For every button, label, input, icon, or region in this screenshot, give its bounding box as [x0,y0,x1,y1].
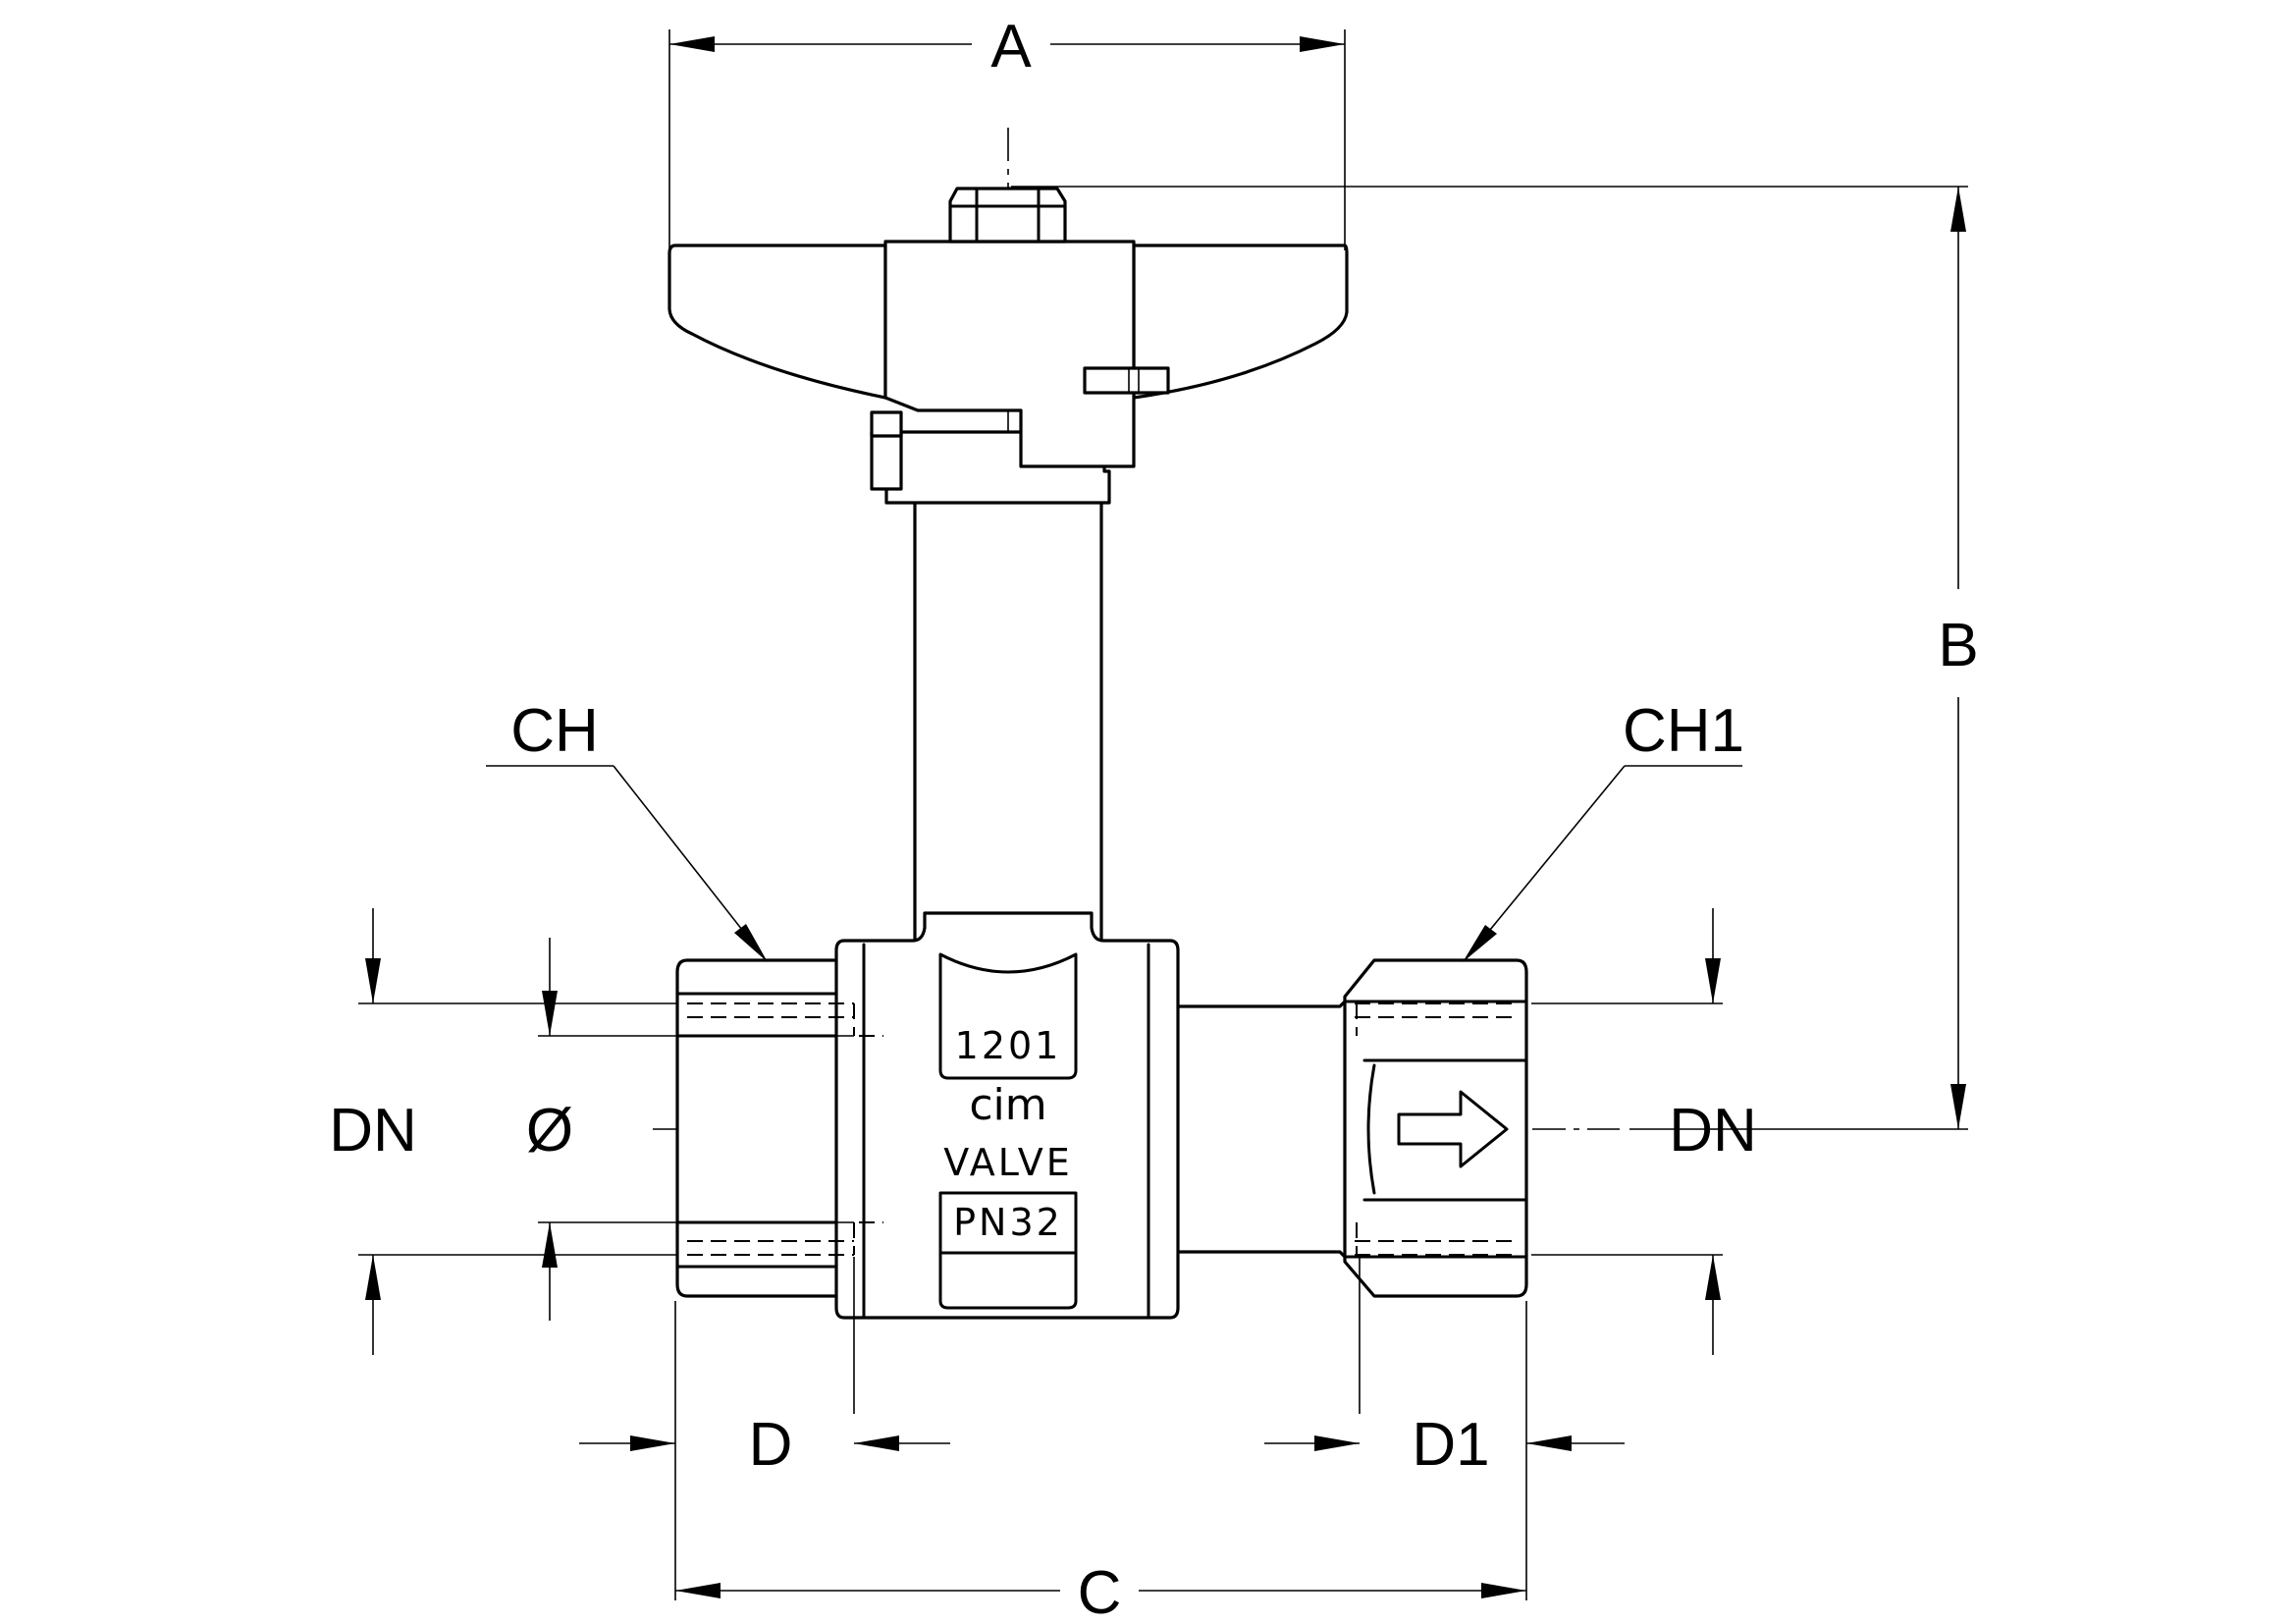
dimension-b-label: B [1938,612,1978,679]
dimension-dn-left-label: DN [329,1097,417,1164]
dimension-dn-right-label: DN [1669,1097,1757,1164]
model-number: 1201 [955,1024,1062,1067]
dimension-a-label: A [990,13,1032,81]
dimension-lines [358,29,1968,1600]
valve-body [675,911,1528,1320]
dimension-ch1-label: CH1 [1623,697,1744,765]
handle [667,187,1349,949]
brand-word: VALVE [943,1141,1073,1184]
dimension-bore-label: Ø [526,1097,573,1164]
dimension-c-label: C [1078,1559,1122,1624]
right-arrow-icon [1397,1090,1509,1168]
dimension-ch-label: CH [510,697,599,765]
body-markings: 1201 cim VALVE PN32 [943,1024,1073,1244]
hidden-thread-lines [687,1002,1517,1256]
brand-logo: cim [969,1080,1046,1130]
dimension-d-label: D [749,1411,793,1479]
dimension-d1-label: D1 [1412,1411,1489,1479]
dimension-labels: A B C CH CH1 DN Ø DN D D1 [329,13,1978,1624]
pressure-rating: PN32 [953,1201,1063,1244]
